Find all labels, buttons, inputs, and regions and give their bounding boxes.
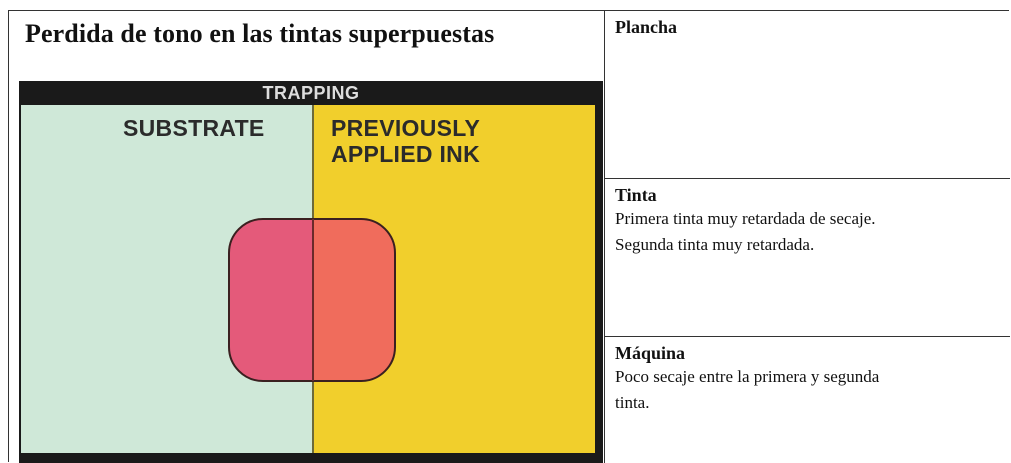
document-title: Perdida de tono en las tintas superpuest… [25,19,495,48]
figure-caption: TRAPPING [262,83,360,103]
left-column: Perdida de tono en las tintas superpuest… [9,11,605,463]
second-ink-on-substrate [229,219,313,381]
substrate-label: SUBSTRATE [123,115,265,141]
tinta-line-1: Primera tinta muy retardada de secaje. [615,209,876,228]
maquina-heading: Máquina [615,343,686,363]
trapping-figure: TRAPPING SUBSTRATE PREVIOUS [19,81,603,463]
tinta-cell: Tinta Primera tinta muy retardada de sec… [605,179,1010,337]
plancha-cell: Plancha [605,11,1010,179]
applied-ink-label: PREVIOUSLY APPLIED INK [331,115,480,167]
right-column: Plancha Tinta Primera tinta muy retardad… [605,11,1010,463]
tinta-line-2: Segunda tinta muy retardada. [615,235,815,254]
maquina-line-2: tinta. [615,393,650,412]
overprint-illustration [228,218,396,382]
plancha-heading: Plancha [615,17,678,37]
maquina-cell: Máquina Poco secaje entre la primera y s… [605,337,1010,463]
maquina-line-1: Poco secaje entre la primera y segunda [615,367,880,386]
second-ink-on-applied-ink [313,219,395,381]
tinta-heading: Tinta [615,185,657,205]
document-table: Perdida de tono en las tintas superpuest… [8,10,1010,463]
